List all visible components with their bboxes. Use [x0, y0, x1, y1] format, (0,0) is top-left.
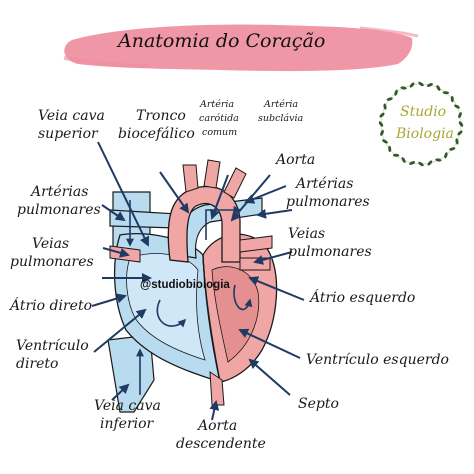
wreath-leaf	[388, 145, 392, 153]
wreath-leaf	[383, 103, 387, 110]
wreath-leaf	[454, 104, 460, 109]
wreath-leaf	[380, 129, 384, 136]
logo-wreath	[378, 81, 464, 167]
logo-text-line2: Biologia	[396, 126, 454, 142]
wreath-leaf	[401, 157, 406, 163]
wreath-leaf	[458, 112, 462, 119]
wreath-leaf	[409, 161, 416, 165]
wreath-leaf	[455, 138, 459, 145]
label-septo: Septo	[298, 396, 339, 412]
wreath-leaf	[378, 121, 384, 127]
label-atrio-esquerdo: Átrio esquerdo	[310, 290, 416, 306]
logo-text-line1: Studio	[400, 104, 447, 120]
wreath-leaf	[442, 91, 450, 95]
wreath-leaf	[444, 152, 448, 159]
wreath-leaf	[409, 82, 415, 88]
leader-arrows	[91, 141, 305, 421]
page-title: Anatomia do Coração	[118, 30, 326, 52]
title-banner	[64, 24, 413, 72]
label-ventriculo-esquerdo: Ventrículo esquerdo	[306, 352, 449, 368]
wreath-leaf	[394, 89, 398, 96]
wreath-leaf	[400, 86, 407, 90]
wreath-leaf	[379, 112, 385, 118]
wreath-leaf	[427, 160, 433, 166]
watermark: @studiobiologia	[140, 279, 230, 291]
wreath-leaf	[392, 153, 400, 157]
label-atrio-direto: Átrio direto	[10, 298, 93, 314]
label-aorta: Aorta	[276, 152, 316, 168]
wreath-leaf	[435, 158, 442, 162]
wreath-leaf	[449, 147, 456, 151]
wreath-leaf	[426, 83, 433, 87]
wreath-leaf	[382, 139, 388, 144]
wreath-leaf	[386, 97, 393, 101]
wreath-leaf	[418, 161, 424, 167]
wreath-leaf	[450, 95, 454, 103]
wreath-leaf	[458, 121, 464, 127]
wreath-leaf	[418, 81, 424, 87]
wreath-leaf	[457, 130, 463, 136]
wreath-leaf	[436, 85, 441, 91]
